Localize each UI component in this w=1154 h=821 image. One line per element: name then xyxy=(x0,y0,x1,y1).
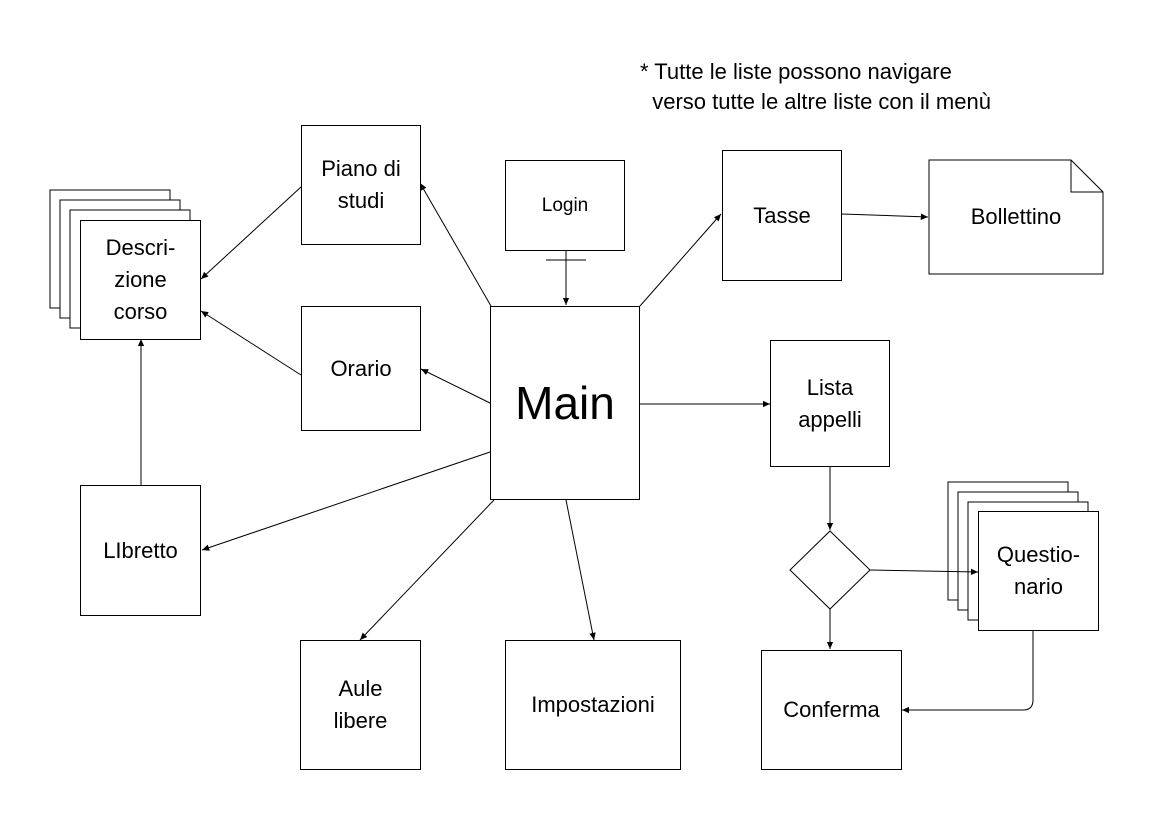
edges xyxy=(137,182,1034,714)
edge-diamond-questionario xyxy=(869,568,979,576)
node-piano-di-studi[interactable]: Piano di studi xyxy=(301,125,421,245)
node-login[interactable]: Login xyxy=(505,160,625,251)
edge-main-aule xyxy=(359,499,495,641)
node-main-label: Main xyxy=(515,377,615,429)
node-piano-di-studi-label: Piano di studi xyxy=(321,156,401,213)
node-libretto[interactable]: LIbretto xyxy=(80,485,201,616)
node-libretto-label: LIbretto xyxy=(103,537,178,563)
decision-diamond xyxy=(789,530,871,610)
bollettino-fold xyxy=(1070,160,1103,193)
node-descrizione-corso[interactable]: Descri- zione corso xyxy=(80,220,201,340)
note-text: * Tutte le liste possono navigare verso … xyxy=(640,59,991,114)
node-tasse[interactable]: Tasse xyxy=(722,150,842,281)
node-impostazioni-label: Impostazioni xyxy=(531,692,655,717)
edge-main-tasse xyxy=(639,213,722,307)
node-descrizione-corso-label: Descri- zione corso xyxy=(105,235,176,324)
edge-main-libretto xyxy=(201,451,491,551)
edge-main-orario xyxy=(420,368,491,404)
node-bollettino-label: Bollettino xyxy=(970,204,1062,229)
edge-main-piano xyxy=(419,182,492,307)
bollettino-document-shape xyxy=(928,159,1104,275)
edge-tasse-bollettino xyxy=(841,213,929,220)
node-questionario[interactable]: Questio- nario xyxy=(978,511,1099,631)
node-orario[interactable]: Orario xyxy=(301,306,421,431)
node-tasse-label: Tasse xyxy=(753,202,811,228)
node-lista-appelli[interactable]: Lista appelli xyxy=(770,340,890,467)
edge-piano-descrizione xyxy=(200,186,302,280)
node-conferma-label: Conferma xyxy=(783,697,880,722)
node-lista-appelli-label: Lista appelli xyxy=(798,374,862,432)
node-aule-libere[interactable]: Aule libere xyxy=(300,640,421,770)
edge-main-impostazioni xyxy=(565,499,596,641)
node-orario-label: Orario xyxy=(330,355,392,381)
node-aule-libere-label: Aule libere xyxy=(333,676,388,733)
node-bollettino[interactable]: Bollettino xyxy=(929,160,1103,274)
node-impostazioni[interactable]: Impostazioni xyxy=(505,640,681,770)
node-questionario-label: Questio- nario xyxy=(996,542,1081,599)
node-conferma[interactable]: Conferma xyxy=(761,650,902,770)
node-login-label: Login xyxy=(541,194,589,216)
node-main[interactable]: Main xyxy=(490,306,640,500)
edge-questionario-conferma xyxy=(902,631,1034,714)
edge-orario-descrizione xyxy=(200,310,302,376)
